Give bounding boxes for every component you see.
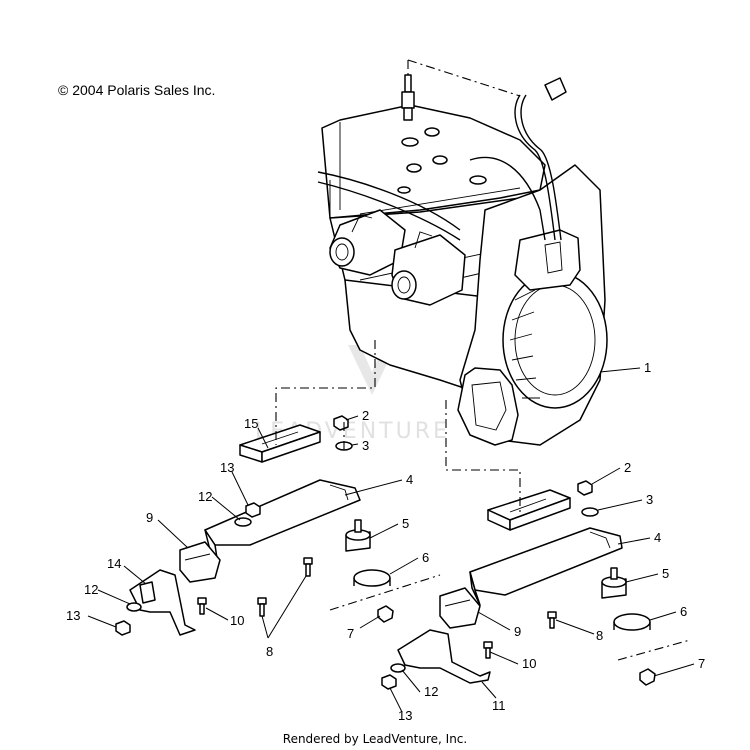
callout-label: 13: [220, 460, 234, 475]
mount-block: [179, 541, 221, 583]
head-bolts: [397, 127, 487, 194]
callout-label: 14: [107, 556, 121, 571]
mount-bracket-lower: [397, 629, 491, 684]
spacer: [353, 569, 391, 587]
nut: [333, 415, 349, 431]
callout-label: 3: [362, 438, 369, 453]
callout-label: 12: [198, 489, 212, 504]
render-credit: Rendered by LeadVenture, Inc.: [282, 732, 468, 746]
callout-label: 10: [522, 656, 536, 671]
callout-label: 10: [230, 613, 244, 628]
callout-label: 1: [644, 360, 651, 375]
callout-label: 5: [662, 566, 669, 581]
callout-label: 15: [244, 416, 258, 431]
callout-label: 13: [66, 608, 80, 623]
spark-plug: [401, 74, 415, 121]
callout-label: 6: [680, 604, 687, 619]
assembly-lines: [275, 59, 691, 661]
callout-label: 2: [362, 408, 369, 423]
right-mount-hardware: [381, 480, 656, 690]
callout-label: 6: [422, 550, 429, 565]
callout-label: 7: [698, 656, 705, 671]
carburetors: [329, 209, 466, 306]
callout-label: 9: [146, 510, 153, 525]
engine-assembly: [317, 74, 608, 446]
callout-label: 4: [406, 472, 413, 487]
callout-label: 2: [624, 460, 631, 475]
left-mount-hardware: [115, 415, 394, 636]
callout-label: 8: [596, 628, 603, 643]
callout-label: 13: [398, 708, 412, 723]
leader-lines: [87, 367, 695, 713]
callout-label: 11: [492, 698, 506, 713]
mount-bracket: [204, 479, 361, 546]
callout-label: 5: [402, 516, 409, 531]
callout-label: 3: [646, 492, 653, 507]
callout-label: 9: [514, 624, 521, 639]
callout-label: 12: [84, 582, 98, 597]
callout-label: 8: [266, 644, 273, 659]
copyright-notice: © 2004 Polaris Sales Inc.: [58, 82, 216, 98]
mount-bracket-small: [129, 569, 196, 636]
callout-label: 7: [347, 626, 354, 641]
callout-numbers: 1 2 3 4 15 13 12 9 5 6 14 12 13 10 7 8 2…: [66, 360, 705, 723]
callout-label: 12: [424, 684, 438, 699]
callout-label: 4: [654, 530, 661, 545]
